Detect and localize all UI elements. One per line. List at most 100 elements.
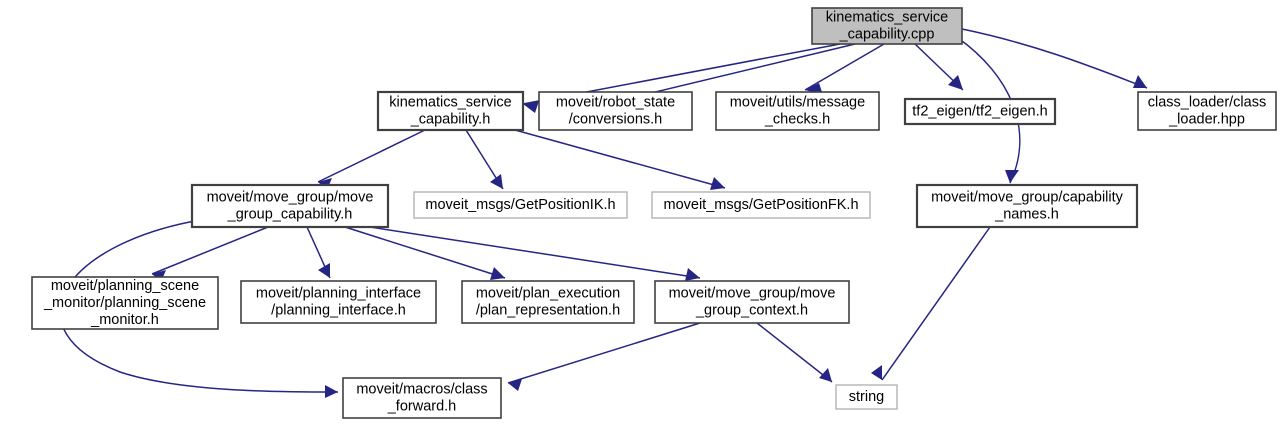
node-box[interactable] — [811, 7, 963, 45]
arrowhead-icon — [325, 385, 338, 398]
node-label: /plan_representation.h — [476, 302, 620, 318]
edge-line — [514, 129, 726, 189]
edge-line — [804, 43, 885, 91]
edge-root-to-message_checks — [804, 43, 885, 95]
node-class_loader[interactable]: class_loader/class_loader.hpp — [1137, 91, 1277, 131]
node-label: kinematics_service — [389, 94, 512, 110]
arrowhead-icon — [710, 177, 725, 190]
edge-ksc_h-to-mg_capability — [317, 129, 426, 190]
edges-layer — [59, 28, 1148, 398]
node-box[interactable] — [835, 384, 898, 410]
node-label: _forward.h — [387, 398, 457, 414]
node-box[interactable] — [342, 377, 502, 419]
node-get_position_fk[interactable]: moveit_msgs/GetPositionFK.h — [651, 191, 871, 219]
edge-root-to-tf2_eigen — [914, 43, 964, 91]
node-mg_capability[interactable]: moveit/move_group/move_group_capability.… — [190, 183, 390, 229]
node-mg_context[interactable]: moveit/move_group/move_group_context.h — [654, 280, 850, 324]
arrowhead-icon — [318, 263, 330, 278]
node-tf2_eigen[interactable]: tf2_eigen/tf2_eigen.h — [903, 97, 1057, 126]
arrowhead-icon — [1005, 170, 1019, 183]
node-label: kinematics_service — [826, 9, 949, 25]
node-label: moveit/move_group/move — [669, 285, 836, 301]
node-label: moveit/planning_interface — [256, 285, 421, 301]
edge-line — [151, 226, 269, 275]
arrowhead-icon — [819, 368, 832, 382]
arrowhead-icon — [871, 365, 882, 380]
node-label: moveit_msgs/GetPositionIK.h — [425, 197, 615, 213]
node-label: _monitor/planning_scene — [43, 295, 206, 311]
arrowhead-icon — [685, 268, 700, 281]
node-label: moveit/robot_state — [556, 94, 675, 110]
edge-mg_context-to-class_forward — [507, 322, 701, 391]
arrowhead-icon — [508, 379, 522, 391]
node-label: /conversions.h — [569, 111, 663, 127]
node-label: _monitor.h — [90, 312, 159, 328]
arrowhead-icon — [1133, 75, 1147, 88]
node-label: moveit/utils/message — [730, 94, 865, 110]
node-box[interactable] — [31, 276, 219, 330]
edge-line — [756, 322, 833, 383]
edge-mg_capability-to-class_forward — [59, 219, 339, 398]
node-box[interactable] — [538, 91, 693, 131]
node-plan_representation[interactable]: moveit/plan_execution/plan_representatio… — [461, 280, 635, 324]
node-string[interactable]: string — [835, 384, 898, 410]
edge-mg_capability-to-plan_representation — [344, 226, 506, 280]
edge-root-to-class_loader — [961, 28, 1148, 89]
edge-line — [317, 129, 426, 183]
edge-mg_capability-to-mg_context — [369, 226, 701, 281]
edge-line — [881, 226, 991, 381]
arrowhead-icon — [523, 101, 539, 113]
node-label: _names.h — [994, 206, 1059, 222]
node-label: class_loader/class — [1148, 94, 1266, 110]
node-label: _loader.hpp — [1168, 111, 1245, 127]
node-label: moveit/move_group/move — [207, 189, 374, 205]
node-box[interactable] — [915, 183, 1139, 229]
node-label: _capability.h — [410, 111, 491, 127]
node-label: _capability.cpp — [839, 26, 935, 42]
node-box[interactable] — [1137, 91, 1277, 131]
arrowhead-icon — [152, 270, 166, 282]
node-label: _group_capability.h — [227, 206, 353, 222]
node-class_forward[interactable]: moveit/macros/class_forward.h — [342, 377, 502, 419]
node-box[interactable] — [376, 90, 525, 132]
node-ksc_h[interactable]: kinematics_service_capability.h — [376, 90, 525, 132]
node-label: moveit/plan_execution — [476, 285, 620, 301]
node-get_position_ik[interactable]: moveit_msgs/GetPositionIK.h — [413, 191, 628, 219]
node-box[interactable] — [190, 183, 390, 229]
node-label: string — [849, 389, 884, 405]
node-box[interactable] — [461, 280, 635, 324]
edge-mg_capability-to-planning_scene_monitor — [151, 226, 269, 282]
edge-mg_capability-to-planning_interface — [306, 226, 331, 279]
node-planning_interface[interactable]: moveit/planning_interface/planning_inter… — [240, 280, 437, 324]
node-label: _group_context.h — [695, 302, 808, 318]
arrowhead-icon — [948, 75, 963, 90]
edge-line — [344, 226, 506, 279]
arrowhead-icon — [490, 267, 505, 280]
node-label: moveit_msgs/GetPositionFK.h — [663, 197, 858, 213]
edge-line — [961, 28, 1148, 89]
node-label: moveit/macros/class — [356, 381, 487, 397]
node-label: moveit/move_group/capability — [931, 189, 1124, 205]
node-box[interactable] — [413, 191, 628, 219]
node-message_checks[interactable]: moveit/utils/message_checks.h — [715, 91, 880, 131]
node-label: moveit/planning_scene — [51, 278, 199, 294]
node-capability_names[interactable]: moveit/move_group/capability_names.h — [915, 183, 1139, 229]
node-box[interactable] — [651, 191, 871, 219]
node-root[interactable]: kinematics_service_capability.cpp — [811, 7, 963, 45]
node-box[interactable] — [240, 280, 437, 324]
edge-line — [369, 226, 701, 279]
node-label: /planning_interface.h — [271, 302, 406, 318]
node-box[interactable] — [903, 97, 1057, 126]
node-box[interactable] — [654, 280, 850, 324]
edge-line — [59, 219, 339, 393]
edge-capability_names-to-string — [871, 226, 991, 381]
node-planning_scene_monitor[interactable]: moveit/planning_scene_monitor/planning_s… — [31, 276, 219, 330]
edge-ksc_h-to-get_position_ik — [465, 129, 504, 190]
node-box[interactable] — [715, 91, 880, 131]
edge-mg_context-to-string — [756, 322, 833, 383]
arrowhead-icon — [490, 174, 503, 189]
edge-ksc_h-to-get_position_fk — [514, 129, 726, 190]
node-label: tf2_eigen/tf2_eigen.h — [912, 103, 1047, 119]
node-conversions[interactable]: moveit/robot_state/conversions.h — [538, 91, 693, 131]
